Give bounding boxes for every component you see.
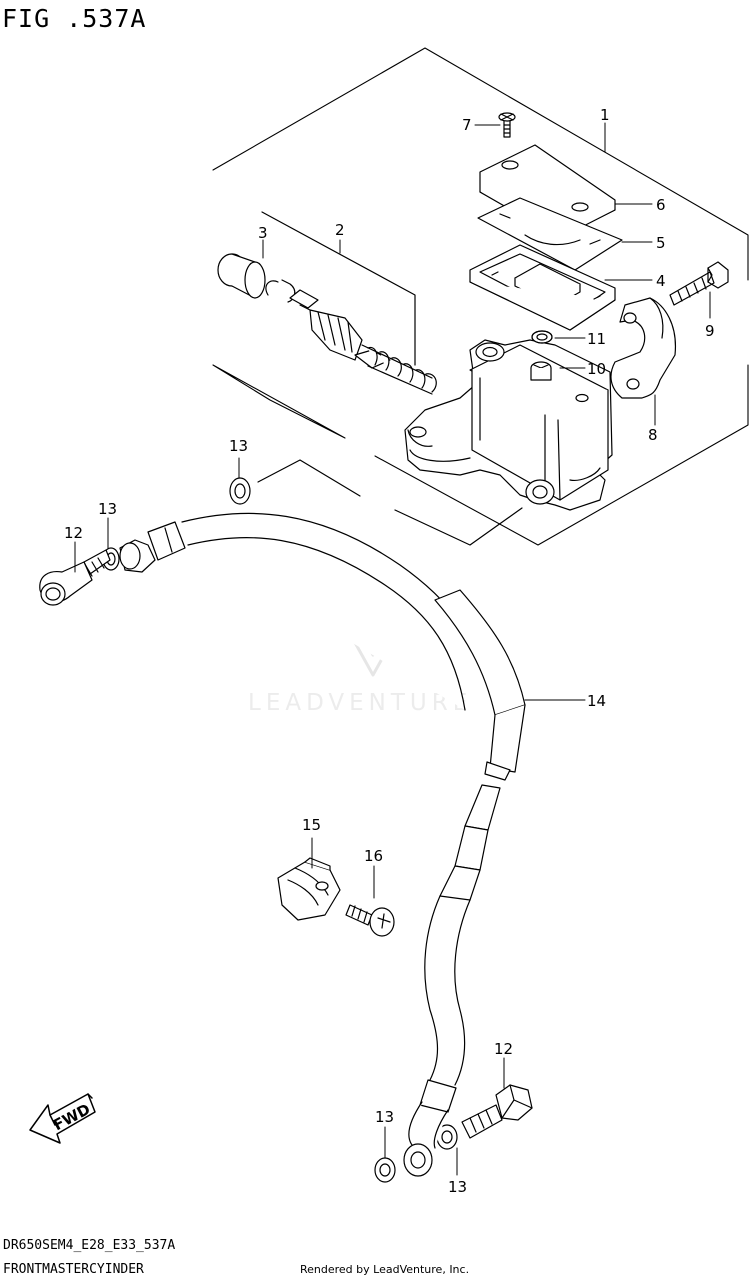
callout-8: 8 [648,426,658,444]
callout-9: 9 [705,322,715,340]
callout-6: 6 [656,196,666,214]
hose-leader [257,459,523,546]
callout-13-bottom-left: 13 [375,1108,394,1126]
seal-11-drawing [531,330,553,344]
master-cylinder-body-drawing [404,330,613,511]
callout-16: 16 [364,847,383,865]
hose-clamp-15-drawing [277,857,341,921]
callout-13-top: 13 [229,437,248,455]
callout-4: 4 [656,272,666,290]
washer-13-bottom-left-drawing [374,1157,396,1183]
callout-10: 10 [587,360,606,378]
callout-15: 15 [302,816,321,834]
piston-kit-2-drawing [265,279,437,395]
render-credit: Rendered by LeadVenture, Inc. [300,1263,470,1276]
banjo-bolt-12-left-drawing [39,549,111,606]
boot-3-drawing [217,253,266,299]
callout-7: 7 [462,116,472,134]
model-code: DR650SEM4_E28_E33_537A [3,1238,176,1253]
diaphragm-4-drawing [469,244,616,331]
banjo-bolt-12-right-drawing [461,1084,533,1139]
brake-hose-14-drawing [119,512,526,1177]
piston-kit-2-bracket [261,211,416,366]
fwd-arrow-icon [29,1093,96,1144]
callout-12-left: 12 [64,524,83,542]
figure-title: FIG .537A [2,4,147,33]
assembly-1-outline [212,47,749,546]
section-name: FRONTMASTERCYINDER [3,1262,144,1277]
leader-lines [74,122,711,1176]
callout-13-left: 13 [98,500,117,518]
watermark-text: LEADVENTURE [248,690,473,716]
callout-3: 3 [258,224,268,242]
screw-16-drawing [345,904,395,937]
clamp-8-drawing [610,297,677,399]
callout-13-bottom-right: 13 [448,1178,467,1196]
callout-2: 2 [335,221,345,239]
callout-11: 11 [587,330,606,348]
callout-5: 5 [656,234,666,252]
callout-12-right: 12 [494,1040,513,1058]
washer-13-top-drawing [229,477,251,505]
screw-7-drawing [498,112,516,138]
bolt-9-drawing [669,261,729,306]
callout-14: 14 [587,692,606,710]
diaphragm-plate-5-drawing [477,197,623,271]
callout-1: 1 [600,106,610,124]
